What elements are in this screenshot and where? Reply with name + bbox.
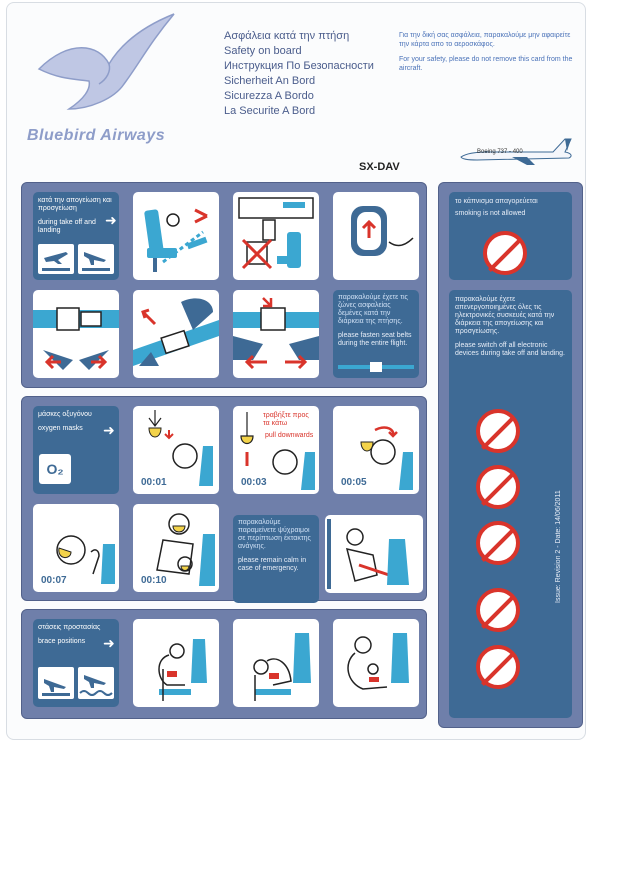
oxygen-step-time: 00:10	[141, 575, 167, 586]
oxygen-step-1: 00:01	[133, 406, 219, 494]
seatbelt-text-english: please fasten seat belts during the enti…	[338, 332, 412, 347]
oxygen-step-4: 00:07	[33, 504, 119, 592]
devices-text-english: please switch off all electronic devices…	[455, 342, 566, 357]
help-child-mask-icon	[156, 513, 215, 586]
seatbelt-tighten-icon	[233, 297, 319, 370]
seatbelt-instruction-panel: παρακαλούμε έχετε τις ζώνες ασφαλείας δε…	[333, 290, 419, 378]
brace-knees-icon	[253, 633, 311, 701]
oxygen-symbol: O₂	[39, 454, 71, 484]
brace-position-2	[233, 619, 319, 707]
oxygen-step-6	[325, 515, 423, 593]
remain-calm-panel: παρακαλούμε παραμείνετε ψύχραιμοι σε περ…	[233, 515, 319, 603]
smoking-text-english: smoking is not allowed	[455, 210, 526, 217]
seat-tray-icon	[144, 208, 208, 272]
takeoff-label-greek: κατά την απογείωση και προσγείωση	[38, 197, 112, 212]
no-smoking-icon	[483, 231, 527, 275]
arrow-right-icon: ➜	[103, 422, 115, 438]
game-controller-icon	[476, 521, 520, 565]
seatbelt-buckle-icon	[133, 298, 219, 366]
airline-name: Bluebird Airways	[27, 127, 166, 144]
upright-seat-pictogram	[133, 192, 219, 280]
camera-icon	[476, 645, 520, 689]
calm-text-english: please remain calm in case of emergency.	[238, 557, 307, 572]
oxygen-step-5: 00:10	[133, 504, 219, 592]
oxygen-mask-drop-icon	[148, 410, 213, 486]
oxygen-step-time: 00:05	[341, 477, 367, 488]
seatbelt-band-icon	[338, 362, 414, 372]
issue-revision-date: Issue: Revision 2 - Date: 14/06/2011	[555, 490, 562, 603]
boeing-aircraft-icon	[460, 138, 572, 165]
brace-label-english: brace positions	[38, 638, 86, 645]
seatbelt-tighten-pictogram	[233, 290, 319, 378]
title-french: La Securite A Bord	[224, 105, 316, 117]
note-greek: Για την δική σας ασφάλεια, παρακαλούμε μ…	[399, 32, 571, 48]
arrow-right-icon: ➜	[105, 212, 117, 228]
title-german: Sicherheit An Bord	[224, 75, 316, 87]
aircraft-type: Boeing 737 - 400	[477, 149, 523, 155]
laptop-icon	[476, 465, 520, 509]
window-shade-pictogram	[333, 192, 419, 280]
passenger-mask-seat-icon	[327, 519, 409, 589]
card-titles: Ασφάλεια κατά την πτήση Safety on board …	[224, 29, 374, 119]
brace-position-3	[333, 619, 419, 707]
takeoff-landing-icon	[38, 244, 114, 274]
calm-text-greek: παρακαλούμε παραμείνετε ψύχραιμοι σε περ…	[238, 519, 311, 550]
oxygen-step-time: 00:01	[141, 477, 167, 488]
devices-text-greek: παρακαλούμε έχετε απενεργοποιημένες όλες…	[455, 296, 555, 335]
brace-label-greek: στάσεις προστασίας	[38, 624, 101, 631]
bluebird-logo-icon	[37, 13, 175, 110]
title-greek: Ασφάλεια κατά την πτήση	[224, 30, 350, 42]
put-on-mask-icon	[360, 426, 413, 490]
window-shade-icon	[351, 206, 414, 256]
baggage-stowage-pictogram	[233, 192, 319, 280]
title-italian: Sicurezza A Bordo	[224, 90, 314, 102]
smoking-text-greek: το κάπνισμα απαγορεύεται	[455, 198, 538, 205]
pull-text-greek: τραβήξτε προς τα κάτω	[263, 412, 309, 427]
seatbelt-text-greek: παρακαλούμε έχετε τις ζώνες ασφαλείας δε…	[338, 294, 408, 325]
arrow-right-icon: ➜	[103, 635, 115, 651]
keep-card-note: Για την δική σας ασφάλεια, παρακαλούμε μ…	[399, 31, 579, 73]
landing-ditching-icon	[38, 667, 114, 699]
seatbelt-fasten-pictogram	[33, 290, 119, 378]
luggage-icon	[238, 197, 314, 270]
takeoff-label-english: during take off and landing	[38, 219, 96, 234]
oxygen-step-3: 00:05	[333, 406, 419, 494]
takeoff-label-panel: κατά την απογείωση και προσγείωση during…	[33, 192, 119, 280]
title-russian: Инструкция По Безопасности	[224, 60, 374, 72]
seatbelt-icon	[33, 307, 119, 370]
oxygen-label-greek: μάσκες οξυγόνου	[38, 411, 92, 418]
oxygen-step-time: 00:03	[241, 477, 267, 488]
title-english: Safety on board	[224, 45, 302, 57]
pull-text-english: pull downwards	[265, 432, 314, 439]
brace-label-panel: στάσεις προστασίας brace positions ➜	[33, 619, 119, 707]
oxygen-label-panel: μάσκες οξυγόνου oxygen masks O₂ ➜	[33, 406, 119, 494]
brace-position-1	[133, 619, 219, 707]
oxygen-step-2: τραβήξτε προς τα κάτω pull downwards 00:…	[233, 406, 319, 494]
oxygen-label-english: oxygen masks	[38, 425, 83, 432]
oxygen-step-time: 00:07	[41, 575, 67, 586]
music-player-icon	[476, 588, 520, 632]
note-english: For your safety, please do not remove th…	[399, 56, 573, 72]
brace-parent-child-icon	[347, 633, 409, 690]
mobile-phone-icon	[476, 409, 520, 453]
safety-card: Bluebird Airways Ασφάλεια κατά την πτήση…	[6, 2, 586, 740]
aircraft-registration: SX-DAV	[359, 161, 400, 173]
brace-forward-icon	[158, 639, 207, 701]
seatbelt-release-pictogram	[133, 290, 219, 378]
pull-mask-icon	[240, 412, 315, 490]
breathing-mask-icon	[56, 535, 115, 584]
